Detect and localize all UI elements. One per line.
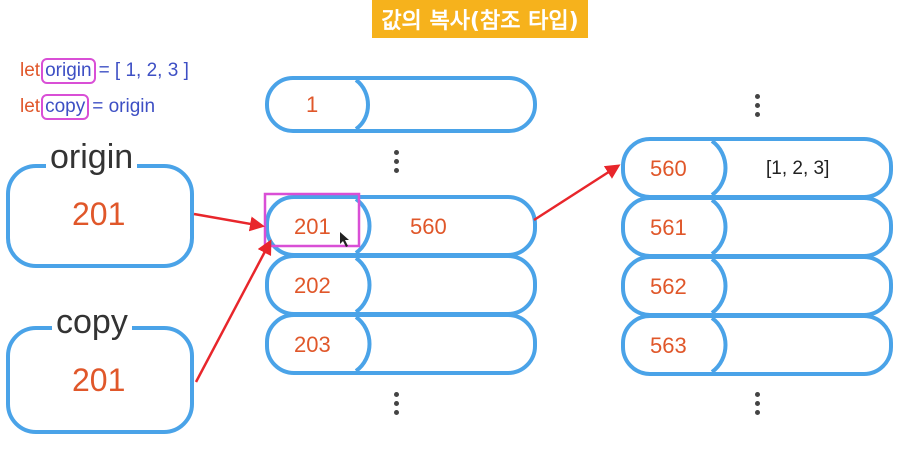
stack-address-1: 1 bbox=[306, 92, 319, 117]
heap-address-563: 563 bbox=[650, 333, 687, 358]
stack-ellipsis-middle bbox=[394, 150, 400, 177]
copy-variable-value: 201 bbox=[72, 362, 126, 398]
code-line-1: let origin = [ 1, 2, 3 ] bbox=[20, 58, 189, 84]
stack-ellipsis-bottom bbox=[394, 392, 400, 419]
heap-cell-563 bbox=[621, 314, 893, 376]
arrow-201-to-560 bbox=[533, 164, 621, 222]
heap-address-562: 562 bbox=[650, 274, 687, 299]
copy-variable-label: copy bbox=[52, 305, 132, 339]
stack-address-203: 203 bbox=[294, 332, 331, 357]
origin-variable-label: origin bbox=[46, 140, 138, 174]
stack-address-201: 201 bbox=[294, 214, 331, 239]
code-assignment: = [ 1, 2, 3 ] bbox=[98, 60, 189, 81]
heap-address-560: 560 bbox=[650, 156, 687, 181]
page-title: 값의 복사(참조 타입) bbox=[372, 0, 588, 38]
code-line-2: let copy = origin bbox=[20, 94, 155, 120]
stack-address-202: 202 bbox=[294, 273, 331, 298]
cursor-icon bbox=[340, 232, 349, 247]
arrow-copy-to-201 bbox=[194, 239, 272, 383]
code-variable-copy: copy bbox=[41, 94, 90, 120]
heap-address-561: 561 bbox=[650, 215, 687, 240]
arrow-origin-to-201 bbox=[193, 212, 265, 232]
origin-variable-value: 201 bbox=[72, 196, 126, 232]
heap-value-560: [1, 2, 3] bbox=[766, 158, 830, 179]
heap-ellipsis-bottom bbox=[755, 392, 761, 419]
code-assignment: = origin bbox=[92, 96, 156, 117]
stack-value-201: 560 bbox=[410, 214, 447, 239]
code-variable-origin: origin bbox=[41, 58, 96, 84]
code-keyword: let bbox=[20, 96, 41, 117]
heap-ellipsis-top bbox=[755, 94, 761, 121]
address-highlight bbox=[263, 192, 361, 248]
stack-cell-1 bbox=[265, 76, 537, 133]
stack-cell-203 bbox=[265, 313, 537, 375]
code-keyword: let bbox=[20, 60, 41, 81]
